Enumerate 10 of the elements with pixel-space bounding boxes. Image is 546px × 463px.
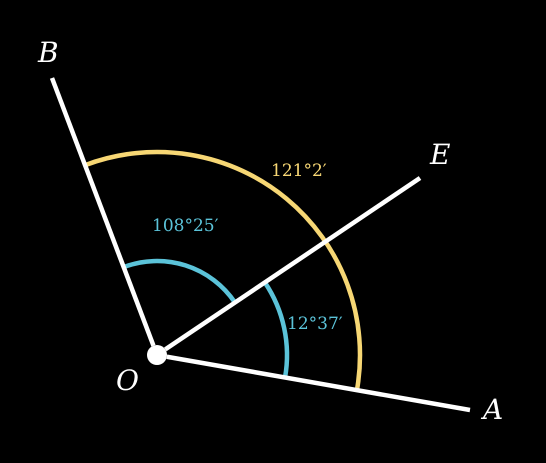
ray-line <box>164 176 422 352</box>
point-label: O <box>116 366 139 396</box>
angle-measure: 12°37′ <box>287 314 343 334</box>
angle-measure: 108°25′ <box>152 216 218 236</box>
point-label: E <box>430 140 450 170</box>
angle-measure: 121°2′ <box>271 161 327 181</box>
ray-line <box>166 354 470 412</box>
point-label: A <box>483 395 504 425</box>
ray-line <box>50 77 156 346</box>
point-label: B <box>38 38 59 68</box>
